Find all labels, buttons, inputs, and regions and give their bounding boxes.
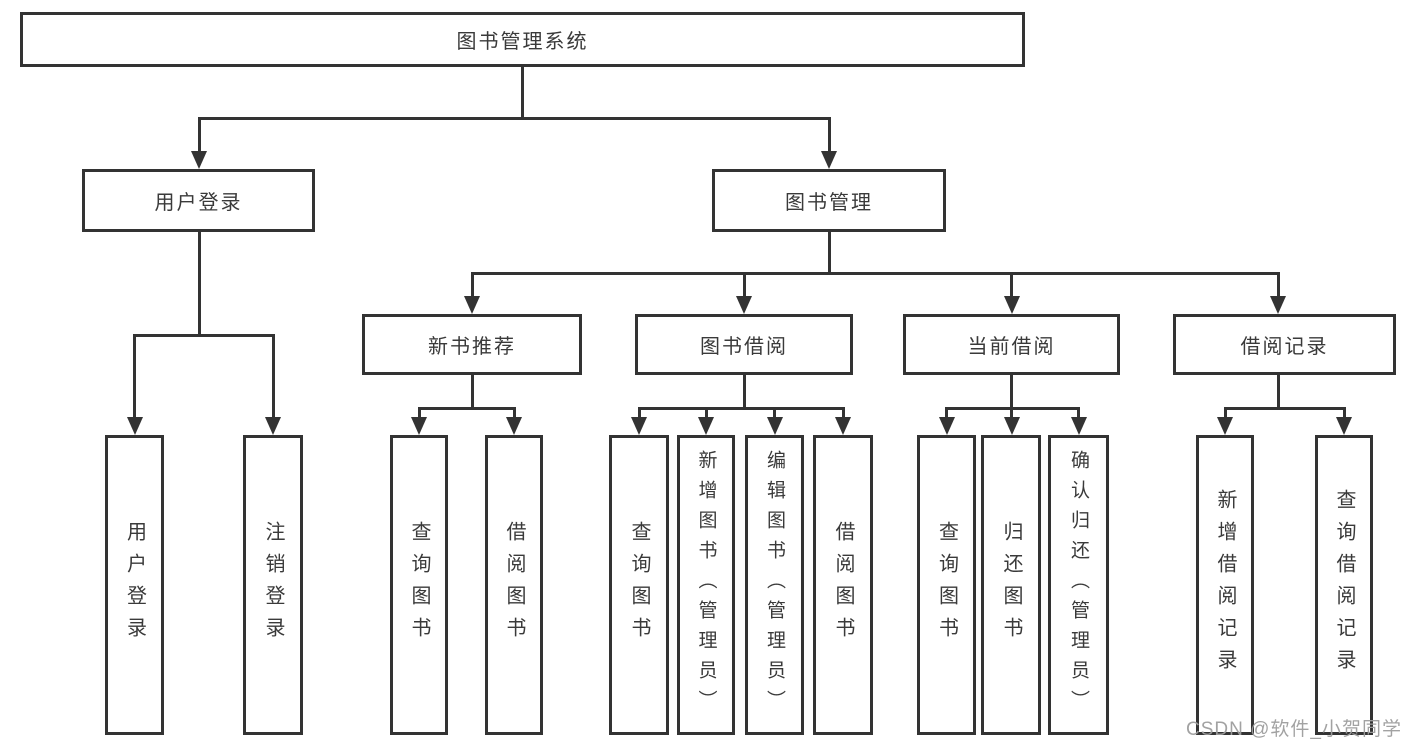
node-book-management-label: 图书管理 (785, 192, 873, 214)
leaf-logout: 注销登录 (243, 435, 303, 735)
connector-user-login-bar (133, 334, 275, 337)
connector-to-book-borrowing (742, 272, 746, 296)
connector-new-books-stem (470, 375, 474, 407)
connector-current-borrowing-stem (1010, 375, 1013, 407)
node-book-management: 图书管理 (712, 169, 946, 232)
node-new-book-recommendation-label: 新书推荐 (428, 336, 516, 358)
leaf-add-book-admin-label: 新增图书（管理员） (695, 450, 717, 720)
node-current-borrowing: 当前借阅 (903, 314, 1120, 375)
connector-leaf (945, 407, 948, 417)
node-book-borrowing-label: 图书借阅 (700, 336, 788, 358)
arrowhead-down-icon (1217, 417, 1233, 435)
arrowhead-down-icon (938, 417, 955, 435)
connector-leaf (1010, 407, 1013, 417)
connector-user-login-stem (197, 232, 201, 334)
arrowhead-down-icon (821, 151, 837, 169)
leaf-user-login: 用户登录 (105, 435, 164, 735)
leaf-query-books-borrow: 查询图书 (609, 435, 669, 735)
connector-to-user-login (197, 117, 201, 151)
arrowhead-down-icon (265, 417, 281, 435)
node-user-login-label: 用户登录 (154, 192, 243, 214)
connector-leaf (1342, 407, 1346, 417)
node-library-system-label: 图书管理系统 (456, 31, 589, 53)
leaf-user-login-label: 用户登录 (123, 521, 146, 649)
node-borrowing-records-label: 借阅记录 (1240, 336, 1329, 358)
arrowhead-down-icon (631, 417, 647, 435)
arrowhead-down-icon (506, 417, 522, 435)
leaf-borrow-books-label: 借阅图书 (832, 521, 854, 649)
leaf-add-borrow-record: 新增借阅记录 (1196, 435, 1254, 735)
connector-book-borrowing-stem (742, 375, 746, 407)
leaf-query-borrow-record-label: 查询借阅记录 (1333, 489, 1355, 681)
leaf-query-books-current-label: 查询图书 (935, 521, 958, 649)
arrowhead-down-icon (1003, 296, 1020, 314)
leaf-add-book-admin: 新增图书（管理员） (677, 435, 735, 735)
leaf-borrow-books: 借阅图书 (813, 435, 873, 735)
connector-root-bar (197, 117, 831, 120)
connector-leaf (1077, 407, 1080, 417)
node-library-system: 图书管理系统 (20, 12, 1025, 67)
connector-root-stem (520, 67, 524, 117)
connector-to-leaf-logout (271, 334, 275, 417)
arrowhead-down-icon (1270, 296, 1286, 314)
connector-leaf (637, 407, 641, 417)
leaf-borrow-books-new-label: 借阅图书 (503, 521, 525, 649)
connector-book-management-stem (827, 232, 831, 272)
connector-borrowing-records-stem (1276, 375, 1280, 407)
connector-leaf (1223, 407, 1227, 417)
arrowhead-down-icon (1070, 417, 1087, 435)
connector-leaf (417, 407, 421, 417)
arrowhead-down-icon (1336, 417, 1352, 435)
arrowhead-down-icon (1003, 417, 1020, 435)
connector-to-book-management (827, 117, 831, 151)
arrowhead-down-icon (464, 296, 480, 314)
leaf-logout-label: 注销登录 (262, 521, 284, 649)
watermark: CSDN @软件_小贺同学 (1186, 719, 1402, 740)
arrowhead-down-icon (411, 417, 427, 435)
connector-to-new-books (470, 272, 474, 296)
leaf-return-books: 归还图书 (981, 435, 1041, 735)
node-user-login: 用户登录 (82, 169, 315, 232)
connector-to-leaf-user-login (133, 334, 136, 417)
node-book-borrowing: 图书借阅 (635, 314, 853, 375)
arrowhead-down-icon (191, 151, 207, 169)
leaf-query-books-new-label: 查询图书 (408, 521, 430, 649)
leaf-edit-book-admin-label: 编辑图书（管理员） (764, 450, 785, 720)
arrowhead-down-icon (736, 296, 752, 314)
arrowhead-down-icon (698, 417, 714, 435)
connector-to-current-borrowing (1010, 272, 1013, 296)
connector-leaf (841, 407, 845, 417)
leaf-edit-book-admin: 编辑图书（管理员） (745, 435, 804, 735)
node-borrowing-records: 借阅记录 (1173, 314, 1396, 375)
leaf-confirm-return-admin: 确认归还（管理员） (1048, 435, 1109, 735)
leaf-add-borrow-record-label: 新增借阅记录 (1214, 489, 1236, 681)
leaf-return-books-label: 归还图书 (1000, 521, 1022, 649)
leaf-query-borrow-record: 查询借阅记录 (1315, 435, 1373, 735)
connector-to-borrowing-records (1276, 272, 1280, 296)
leaf-query-books-borrow-label: 查询图书 (628, 521, 650, 649)
leaf-borrow-books-new: 借阅图书 (485, 435, 543, 735)
connector-new-books-bar (417, 407, 516, 410)
arrowhead-down-icon (835, 417, 851, 435)
connector-book-management-bar (470, 272, 1280, 275)
connector-book-borrowing-bar (637, 407, 845, 410)
arrowhead-down-icon (766, 417, 783, 435)
connector-borrowing-records-bar (1223, 407, 1346, 410)
node-current-borrowing-label: 当前借阅 (967, 336, 1056, 358)
connector-leaf (704, 407, 708, 417)
connector-leaf (773, 407, 776, 417)
leaf-query-books-current: 查询图书 (917, 435, 976, 735)
connector-leaf (512, 407, 516, 417)
leaf-confirm-return-admin-label: 确认归还（管理员） (1068, 450, 1089, 720)
node-new-book-recommendation: 新书推荐 (362, 314, 582, 375)
arrowhead-down-icon (126, 417, 143, 435)
leaf-query-books-new: 查询图书 (390, 435, 448, 735)
